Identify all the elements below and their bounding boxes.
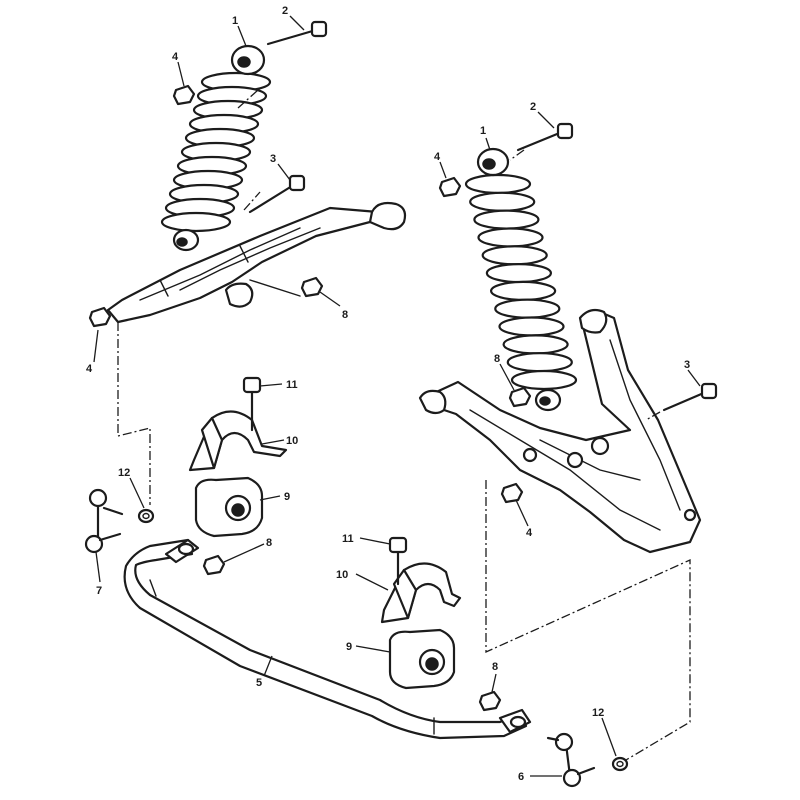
callout-11-left: 11 [286, 379, 298, 391]
callout-12-left: 12 [118, 467, 130, 479]
callout-1-left: 1 [232, 15, 238, 27]
nut-8-bar-right [478, 690, 502, 712]
washer-12-left [137, 508, 155, 524]
right-shock-absorber [464, 147, 578, 412]
nut-4-top-right [438, 176, 462, 198]
left-bushing-bracket [188, 410, 288, 538]
coil-spring-turn [498, 316, 565, 337]
bolt-3-left [248, 174, 306, 214]
callout-9-right: 9 [346, 641, 352, 653]
callout-8-right-arm: 8 [494, 353, 500, 365]
nut-4-mid-right [500, 482, 524, 504]
callout-1-right: 1 [480, 125, 486, 137]
callout-4-mid-right: 4 [526, 527, 533, 539]
coil-spring-turn [506, 352, 573, 373]
coil-spring-turn [494, 298, 561, 319]
callout-2-right: 2 [530, 101, 536, 113]
left-lower-arm [106, 201, 407, 324]
callout-9-left: 9 [284, 491, 290, 503]
callout-12-right: 12 [592, 707, 604, 719]
stabilizer-link-6 [546, 732, 596, 788]
coil-spring-turn [510, 369, 578, 391]
bolt-11-right [388, 536, 408, 586]
coil-spring-turn [502, 334, 569, 355]
callout-7: 7 [96, 585, 102, 597]
callout-6: 6 [518, 771, 524, 783]
nut-4-top-left [172, 84, 196, 106]
coil-spring-turn [477, 227, 544, 248]
callout-8-bar-left: 8 [266, 537, 272, 549]
assembly-lines [117, 89, 691, 761]
nut-8-left-arm [300, 276, 324, 298]
callout-5: 5 [256, 677, 262, 689]
bolt-2-right [516, 122, 574, 152]
callout-11-right: 11 [342, 533, 354, 545]
callout-10-left: 10 [286, 435, 298, 447]
coil-spring-turn [464, 173, 532, 195]
bolt-3-right [662, 382, 718, 412]
leader-lines [93, 15, 701, 777]
right-bushing-bracket [380, 562, 462, 690]
nut-8-right-arm [508, 386, 532, 408]
callout-3-left: 3 [270, 153, 276, 165]
bolt-11-left [242, 376, 262, 432]
right-lower-arm [418, 308, 702, 554]
coil-spring-turn [485, 263, 553, 284]
nut-8-bar-left [202, 554, 226, 576]
callout-4-top-left: 4 [172, 51, 179, 63]
callout-4-mid-left: 4 [86, 363, 93, 375]
callout-8-bar-right: 8 [492, 661, 498, 673]
coil-spring-turn [469, 191, 536, 212]
callout-3-right: 3 [684, 359, 690, 371]
coil-spring-turn [481, 245, 548, 266]
coil-spring-turn [160, 211, 232, 233]
callout-2-left: 2 [282, 5, 288, 17]
coil-spring-turn [489, 280, 557, 301]
left-shock-absorber [160, 44, 272, 252]
stabilizer-bar [123, 538, 532, 740]
bolt-2-left [266, 20, 328, 46]
callout-labels: 1 2 4 3 4 8 1 2 4 3 8 4 11 10 9 8 12 7 5… [86, 5, 690, 783]
nut-4-mid-left [88, 306, 112, 328]
callout-8-left-arm: 8 [342, 309, 348, 321]
coil-spring-turn [473, 209, 540, 230]
callout-4-top-right: 4 [434, 151, 441, 163]
washer-12-right [611, 756, 629, 772]
callout-10-right: 10 [336, 569, 348, 581]
stabilizer-link-7 [84, 488, 124, 554]
